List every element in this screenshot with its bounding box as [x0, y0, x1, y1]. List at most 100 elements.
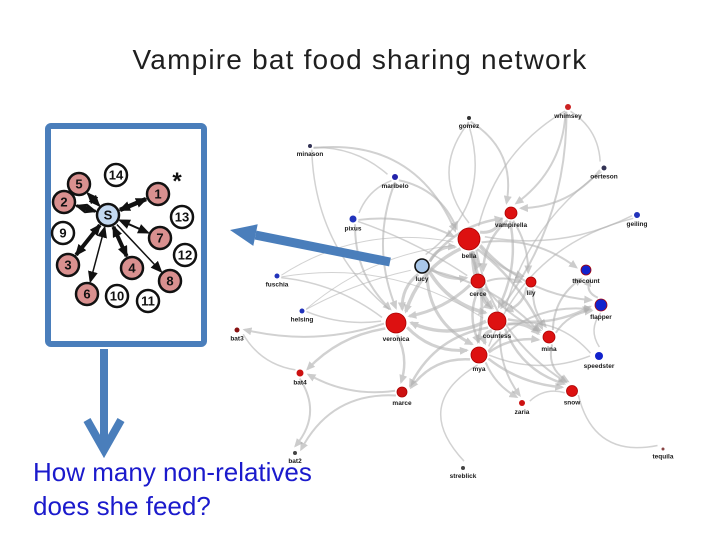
network-node-thecount — [580, 264, 592, 276]
inset-node-14 — [103, 162, 129, 188]
network-node-snow — [566, 385, 578, 397]
inset-node-label-8: 8 — [166, 274, 173, 289]
network-label-bat2: bat2 — [288, 458, 302, 465]
network-label-countess: countess — [483, 333, 512, 340]
network-label-gomez: gomez — [459, 123, 480, 130]
network-node-geiling — [634, 212, 640, 218]
network-node-minason — [308, 144, 312, 148]
network-node-cerce — [470, 273, 486, 289]
network-label-maribelo: maribelo — [381, 183, 408, 190]
network-node-helsing — [299, 308, 305, 314]
inset-node-8 — [157, 268, 183, 294]
question-pointer-arrow — [83, 349, 125, 459]
asterisk-marker: * — [172, 168, 182, 195]
inset-node-4 — [119, 255, 145, 281]
inset-node-label-11: 11 — [141, 294, 155, 309]
inset-node-12 — [172, 242, 198, 268]
inset-node-label-12: 12 — [178, 248, 192, 263]
network-node-maribelo — [392, 174, 398, 180]
inset-node-1 — [145, 181, 171, 207]
network-label-fuschia: fuschia — [266, 282, 289, 289]
network-label-mina: mina — [541, 346, 557, 353]
inset-edge-s-8 — [116, 223, 163, 273]
network-label-geiling: geiling — [627, 221, 648, 228]
question-line-2: does she feed? — [33, 491, 211, 521]
inset-node-label-1: 1 — [154, 187, 161, 202]
network-node-pixus — [349, 215, 357, 223]
network-node-streblick — [461, 466, 465, 470]
inset-edge-s-6 — [88, 225, 107, 284]
network-nodes — [234, 104, 665, 470]
inset-edge-s-1 — [118, 196, 148, 213]
inset-node-S — [95, 202, 121, 228]
network-label-bat3: bat3 — [230, 336, 244, 343]
inset-node-label-10: 10 — [110, 289, 124, 304]
inset-edge-s-4 — [111, 225, 129, 258]
zoom-pointer-arrow — [230, 224, 391, 267]
network-node-bat4 — [296, 369, 304, 377]
network-label-speedster: speedster — [584, 363, 615, 370]
inset-node-6 — [74, 281, 100, 307]
network-node-mya — [470, 346, 488, 364]
inset-node-3 — [55, 252, 81, 278]
inset-node-2 — [51, 189, 77, 215]
network-label-zaria: zaria — [515, 409, 530, 416]
inset-node-label-9: 9 — [59, 226, 66, 241]
network-node-speedster — [595, 352, 603, 360]
inset-node-label-2: 2 — [60, 195, 67, 210]
inset-node-label-3: 3 — [64, 258, 71, 273]
network-node-oerteson — [601, 165, 607, 171]
inset-node-11 — [135, 288, 161, 314]
network-edges — [242, 110, 658, 462]
network-node-marce — [396, 386, 408, 398]
network-node-lily — [525, 276, 537, 288]
inset-edge-s-2 — [74, 203, 98, 214]
question-text: How many non-relatives does she feed? — [33, 455, 312, 523]
network-node-whimsey — [565, 104, 571, 110]
network-label-minason: minason — [297, 151, 324, 158]
network-node-lucy — [414, 258, 430, 274]
inset-edge-s-7 — [118, 219, 150, 234]
network-label-flapper: flapper — [590, 314, 612, 321]
inset-node-label-5: 5 — [75, 177, 82, 192]
network-label-helsing: helsing — [291, 317, 314, 324]
inset-node-label-4: 4 — [128, 261, 136, 276]
inset-node-label-14: 14 — [109, 168, 124, 183]
slide-title: Vampire bat food sharing network — [132, 44, 588, 75]
network-node-zaria — [519, 400, 525, 406]
network-label-mya: mya — [472, 366, 485, 373]
network-label-lucy: lucy — [415, 276, 428, 283]
network-node-fuschia — [274, 273, 280, 279]
network-node-bella — [457, 227, 481, 251]
network-label-whimsey: whimsey — [553, 113, 582, 120]
inset-node-label-7: 7 — [156, 231, 163, 246]
network-node-bat2 — [293, 451, 297, 455]
network-label-thecount: thecount — [572, 278, 600, 285]
network-label-lily: lily — [526, 290, 535, 297]
network-node-mina — [542, 330, 556, 344]
network-node-bat3 — [234, 327, 240, 333]
network-label-snow: snow — [564, 400, 582, 407]
network-node-tequila — [661, 447, 665, 451]
network-label-cerce: cerce — [470, 291, 487, 298]
network-node-countess — [487, 311, 507, 331]
network-node-vampirella — [504, 206, 518, 220]
inset-node-label-6: 6 — [83, 287, 90, 302]
network-label-marce: marce — [392, 400, 412, 407]
network-node-gomez — [467, 116, 471, 120]
network-label-streblick: streblick — [450, 473, 477, 480]
question-line-1: How many non-relatives — [33, 457, 312, 487]
network-label-pixus: pixus — [345, 226, 362, 233]
network-label-vampirella: vampirella — [495, 222, 528, 229]
inset-node-label-S: S — [104, 208, 113, 223]
network-label-bat4: bat4 — [293, 380, 307, 387]
inset-node-7 — [147, 225, 173, 251]
inset-edge-s-5 — [86, 192, 101, 207]
network-labels: minasongomezwhimseymaribelooertesonpixus… — [230, 113, 674, 480]
network-node-flapper — [594, 298, 608, 312]
network-label-veronica: veronica — [383, 336, 410, 343]
inset-node-13 — [169, 204, 195, 230]
